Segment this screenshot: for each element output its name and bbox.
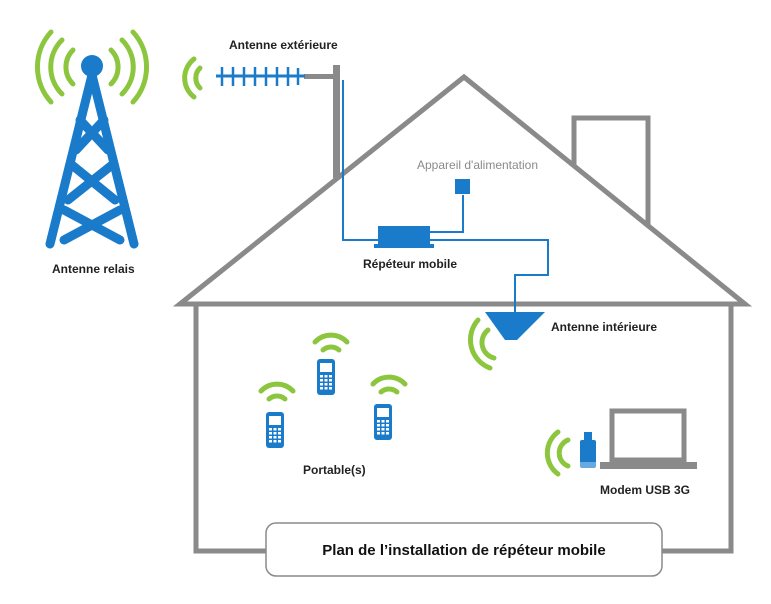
repeater-label: Répéteur mobile <box>363 257 457 271</box>
outdoor-antenna-label: Antenne extérieure <box>229 38 338 52</box>
laptop-icon <box>600 408 697 469</box>
indoor-antenna-label: Antenne intérieure <box>551 320 657 334</box>
signal-wave-icon <box>261 384 293 399</box>
house <box>172 73 753 554</box>
chimney <box>571 115 651 225</box>
house-walls <box>193 306 266 554</box>
tower-signal-waves <box>35 29 149 105</box>
usb-modem-label: Modem USB 3G <box>600 483 690 497</box>
power-supply-icon <box>455 179 470 194</box>
phones-label: Portable(s) <box>303 463 366 477</box>
usb-modem-icon <box>580 432 596 468</box>
mobile-phone-icon <box>266 412 284 448</box>
cell-tower-icon <box>45 55 139 249</box>
yagi-antenna-icon <box>216 65 340 178</box>
cables <box>342 80 549 312</box>
power-supply-label: Appareil d'alimentation <box>417 158 538 172</box>
indoor-antenna-icon <box>485 312 545 340</box>
title-box: Plan de l’installation de répéteur mobil… <box>265 522 663 577</box>
indoor-cable <box>430 239 549 312</box>
house-walls-right <box>662 306 734 554</box>
mobile-phone-icon <box>317 359 335 395</box>
repeater-icon <box>374 226 434 248</box>
signal-wave-icon <box>373 377 405 392</box>
signal-wave-icon <box>315 335 347 350</box>
signal-wave-icon <box>182 56 203 100</box>
mobile-phone-icon <box>374 404 392 440</box>
indoor-antenna-waves <box>467 317 497 371</box>
power-cable <box>430 195 464 233</box>
relay-antenna-label: Antenne relais <box>52 262 135 276</box>
diagram-title: Plan de l’installation de répéteur mobil… <box>322 542 605 559</box>
usb-modem-waves <box>544 429 571 477</box>
antenna-cable <box>342 80 378 241</box>
